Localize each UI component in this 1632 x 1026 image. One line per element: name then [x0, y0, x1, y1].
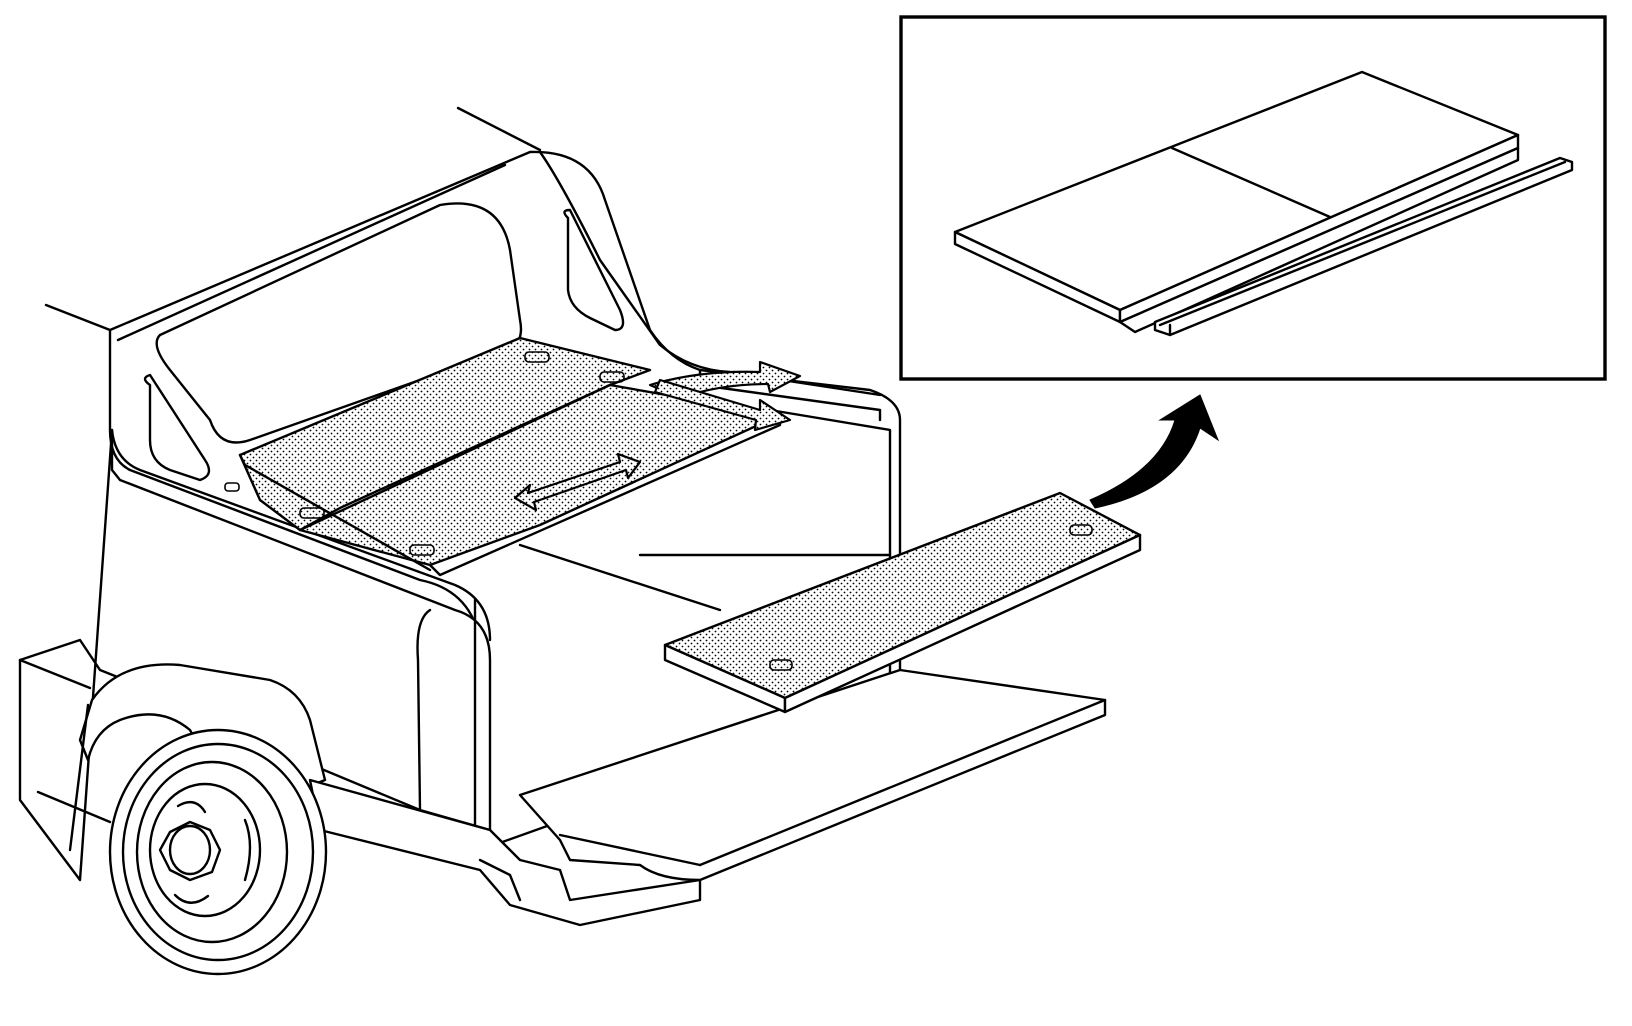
curved-arrow-icon [648, 360, 802, 432]
tailgate-open [518, 668, 1107, 882]
rear-wheel [108, 728, 328, 976]
floor-panel-middle [298, 383, 782, 567]
curved-callout-arrow-icon [1089, 394, 1220, 509]
removed-floor-panel [663, 491, 1142, 714]
double-headed-arrow-icon [513, 452, 642, 512]
detail-inset [899, 15, 1607, 381]
panel-slot-icon [524, 351, 550, 363]
floor-panel-rear [238, 336, 652, 532]
inset-panel-groove [1118, 146, 1520, 334]
